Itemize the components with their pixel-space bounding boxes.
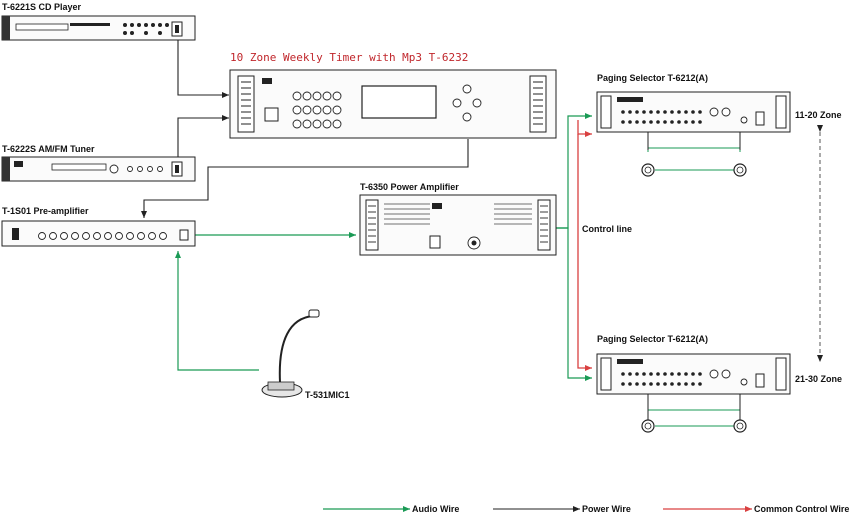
audio-wire-amp-to-paging-bottom	[556, 227, 592, 381]
timer: 10 Zone Weekly Timer with Mp3 T-6232	[229, 51, 557, 139]
audio-wire-mic-to-preamp	[175, 251, 259, 371]
control-wire-top	[577, 120, 592, 137]
paging-selector-bottom: Paging Selector T-6212(A)	[596, 334, 791, 433]
power-wire-cd-to-timer	[177, 30, 229, 98]
tuner: T-6222S AM/FM Tuner	[1, 144, 196, 182]
power-wire-tuner-to-timer	[177, 115, 229, 170]
legend-control-label: Common Control Wire	[754, 504, 849, 514]
microphone: T-531MIC1	[261, 309, 350, 400]
mic-label: T-531MIC1	[305, 390, 350, 400]
preamp: T-1S01 Pre-amplifier	[1, 206, 196, 247]
preamp-label: T-1S01 Pre-amplifier	[2, 206, 89, 216]
legend-power-label: Power Wire	[582, 504, 631, 514]
paging-top-label: Paging Selector T-6212(A)	[597, 73, 708, 83]
paging-bottom-label: Paging Selector T-6212(A)	[597, 334, 708, 344]
zone-top-label: 11-20 Zone	[795, 110, 842, 120]
cd-player-label: T-6221S CD Player	[2, 2, 82, 12]
timer-label: 10 Zone Weekly Timer with Mp3 T-6232	[230, 51, 468, 64]
control-line-label: Control line	[582, 224, 632, 234]
control-wire-bottom	[577, 134, 592, 371]
cd-player: T-6221S CD Player	[1, 2, 196, 41]
paging-selector-top: Paging Selector T-6212(A)	[596, 73, 791, 177]
wires	[141, 30, 823, 381]
legend-audio-label: Audio Wire	[412, 504, 459, 514]
tuner-label: T-6222S AM/FM Tuner	[2, 144, 95, 154]
power-wire-timer-to-preamp	[141, 139, 469, 218]
amplifier: T-6350 Power Amplifier	[359, 182, 557, 256]
legend: Audio Wire Power Wire Common Control Wir…	[323, 504, 849, 514]
audio-wire-amp-to-paging-top	[556, 113, 592, 229]
zone-bottom-label: 21-30 Zone	[795, 374, 842, 384]
amplifier-label: T-6350 Power Amplifier	[360, 182, 459, 192]
